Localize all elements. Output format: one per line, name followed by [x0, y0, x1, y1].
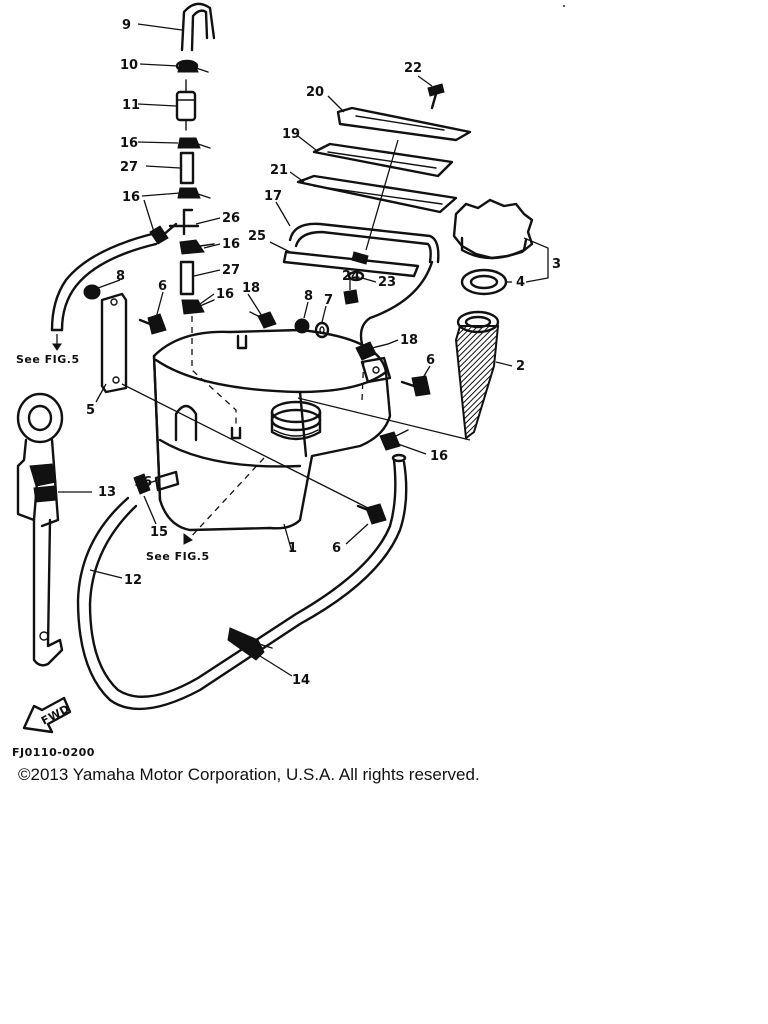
bolt-6-b	[400, 375, 431, 397]
part-number-4: 4	[516, 275, 525, 290]
clamp-16-f	[379, 429, 409, 451]
part-number-21: 21	[270, 163, 288, 178]
part-number-24: 24	[342, 269, 360, 284]
hose-17-to-18	[359, 260, 434, 346]
bolt-6-a	[138, 313, 167, 335]
bracket-13	[16, 392, 64, 667]
part-number-16: 16	[120, 136, 138, 151]
part-number-8: 8	[304, 289, 313, 304]
filter-11	[175, 79, 197, 131]
clamp-16-a	[177, 137, 211, 149]
hose-9	[180, 2, 216, 52]
grommet-8-b	[294, 318, 310, 334]
bracket-3	[523, 237, 549, 283]
dash-line-a	[191, 316, 237, 428]
part-number-3: 3	[552, 257, 561, 272]
clamp-16-b	[177, 187, 211, 199]
clamp-18-a	[249, 311, 277, 329]
seal-4	[460, 268, 508, 296]
vent-hose	[50, 232, 158, 351]
part-number-27: 27	[222, 263, 240, 278]
copyright-notice: ©2013 Yamaha Motor Corporation, U.S.A. A…	[18, 765, 480, 784]
hose-17	[288, 222, 440, 264]
part-number-23: 23	[378, 275, 396, 290]
clamp-16-d	[179, 239, 215, 255]
oil-tank-1	[152, 328, 392, 532]
part-number-25: 25	[248, 229, 266, 244]
hose-12	[76, 453, 408, 711]
part-number-6: 6	[332, 541, 341, 556]
part-number-8: 8	[116, 269, 125, 284]
part-number-10: 10	[120, 58, 138, 73]
oil-cap-3	[452, 198, 534, 260]
see-fig-note-left: See FIG.5	[16, 353, 80, 366]
grommet-8-a	[83, 284, 101, 300]
see-fig-note-bottom: See FIG.5	[146, 550, 210, 563]
part-number-6: 6	[158, 279, 167, 294]
fwd-label: FWD	[39, 702, 72, 728]
part-number-16: 16	[134, 475, 152, 490]
see-fig-arrow	[183, 533, 193, 545]
part-number-5: 5	[86, 403, 95, 418]
parts-diagram: FWD	[16, 2, 561, 734]
stack-leader	[365, 139, 399, 251]
dash-line-b	[187, 457, 265, 541]
part-number-27: 27	[120, 160, 138, 175]
part-number-12: 12	[124, 573, 142, 588]
washer-23	[347, 270, 365, 282]
base-plate-21	[296, 174, 458, 214]
part-numbers: 9 10 11 16 27 16 26 16 27 16 6 8 5 18 17…	[86, 18, 561, 688]
clamp-18-b	[355, 341, 389, 361]
tube-27-a	[179, 151, 195, 185]
part-number-11: 11	[122, 98, 140, 113]
nut-24	[343, 289, 359, 305]
part-number-20: 20	[306, 85, 324, 100]
strainer-25	[282, 250, 420, 278]
bolt-6-c	[356, 503, 387, 525]
part-number-17: 17	[264, 189, 282, 204]
part-number-7: 7	[324, 293, 333, 308]
part-number-16: 16	[430, 449, 448, 464]
part-number-18: 18	[242, 281, 260, 296]
screw-22	[427, 83, 445, 110]
part-number-15: 15	[150, 525, 168, 540]
part-number-1: 1	[288, 541, 297, 556]
part-number-13: 13	[98, 485, 116, 500]
corner-dot	[563, 5, 565, 7]
part-number-6: 6	[426, 353, 435, 368]
part-number-9: 9	[122, 18, 131, 33]
washer-7	[314, 321, 330, 339]
clamp-10	[175, 59, 209, 73]
cover-plate-20	[336, 106, 472, 142]
tube-27-b	[179, 260, 195, 296]
gasket-19	[312, 142, 454, 178]
part-number-14: 14	[292, 673, 310, 688]
fitting-15	[133, 473, 159, 495]
figure-code: FJ0110-0200	[12, 746, 95, 759]
part-number-16: 16	[122, 190, 140, 205]
part-number-16: 16	[216, 287, 234, 302]
clamp-16-c	[149, 225, 169, 245]
strap-5	[100, 292, 128, 394]
dash-line-c	[361, 353, 365, 401]
part-number-22: 22	[404, 61, 422, 76]
filler-strainer-2	[454, 310, 500, 440]
clamp-16-e	[181, 299, 215, 315]
part-number-26: 26	[222, 211, 240, 226]
callout-leaders	[58, 23, 513, 677]
part-number-19: 19	[282, 127, 300, 142]
strap-to-bolt-line	[121, 383, 369, 509]
fwd-arrow: FWD	[22, 696, 72, 734]
part-number-18: 18	[400, 333, 418, 348]
neck-to-cap-line	[297, 397, 471, 441]
part-number-2: 2	[516, 359, 525, 374]
part-number-16: 16	[222, 237, 240, 252]
t-joint-26	[160, 208, 200, 238]
